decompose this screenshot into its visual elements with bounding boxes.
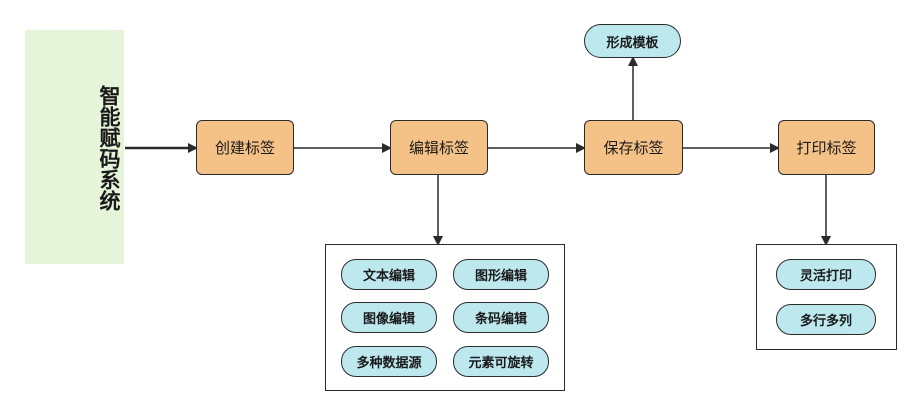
system-title: 智能赋码系统 <box>97 85 121 211</box>
template-node[interactable]: 形成模板 <box>584 24 681 58</box>
feature-image-edit[interactable]: 图像编辑 <box>341 302 437 333</box>
feature-rotate-elements[interactable]: 元素可旋转 <box>453 346 549 377</box>
step-save-label[interactable]: 保存标签 <box>584 120 683 175</box>
feature-shape-edit[interactable]: 图形编辑 <box>453 259 549 290</box>
step-print-label[interactable]: 打印标签 <box>778 120 875 175</box>
step-create-label[interactable]: 创建标签 <box>196 120 294 175</box>
feature-flexible-print[interactable]: 灵活打印 <box>776 259 876 290</box>
step-edit-label[interactable]: 编辑标签 <box>390 120 488 175</box>
feature-multi-row-col[interactable]: 多行多列 <box>776 304 876 335</box>
feature-barcode-edit[interactable]: 条码编辑 <box>453 302 549 333</box>
system-panel <box>25 30 124 264</box>
feature-data-sources[interactable]: 多种数据源 <box>341 346 437 377</box>
feature-text-edit[interactable]: 文本编辑 <box>341 259 437 290</box>
